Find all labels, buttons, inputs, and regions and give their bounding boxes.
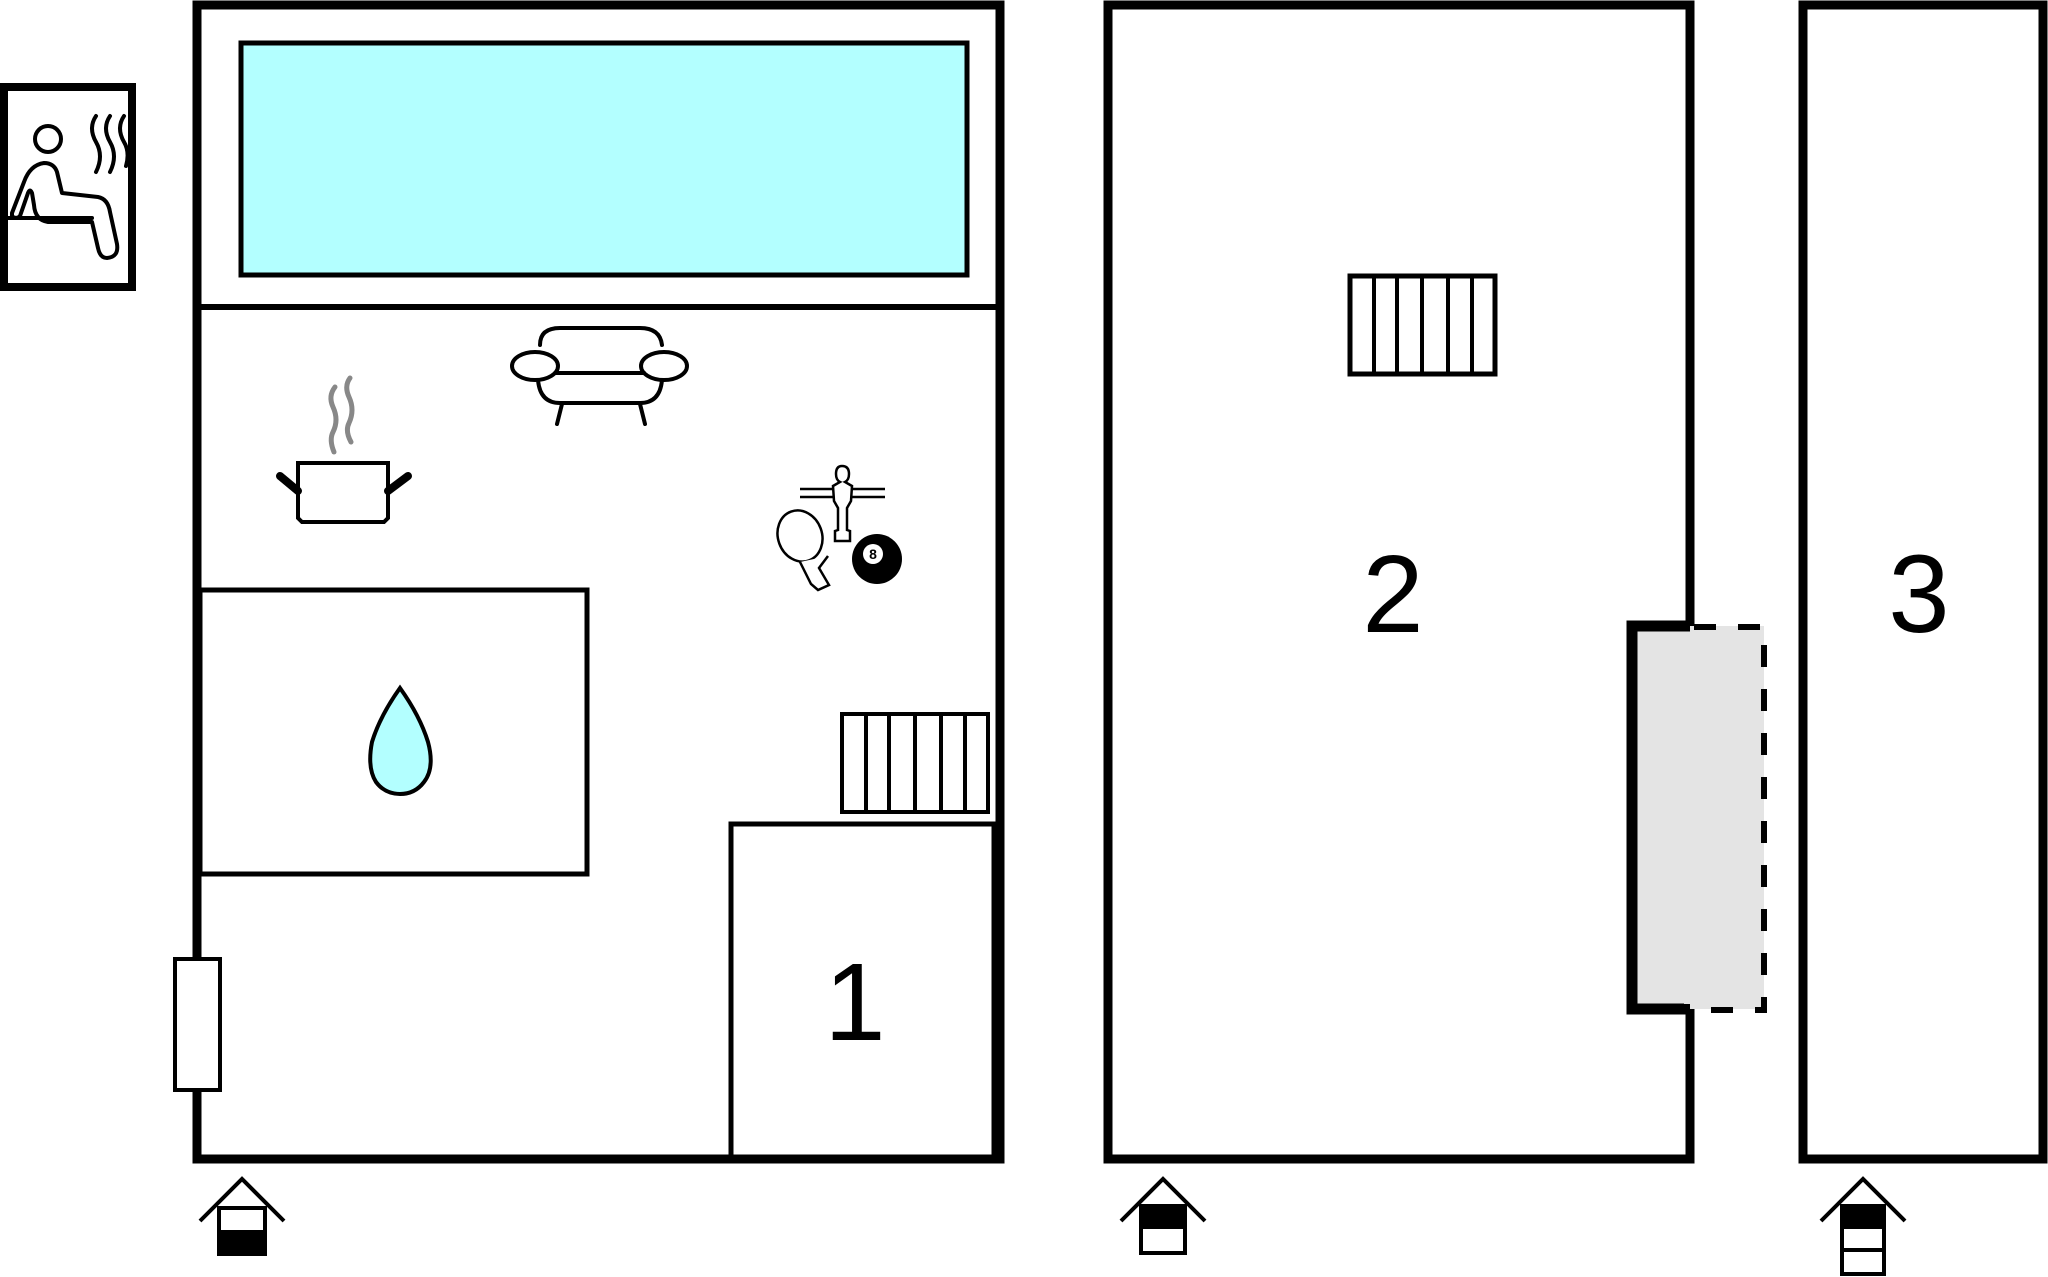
sauna-icon	[0, 83, 136, 291]
room-label-1: 1	[824, 941, 885, 1064]
first-floor-icon	[1119, 1176, 1207, 1255]
stairs-icon	[1347, 273, 1498, 377]
svg-text:8: 8	[869, 546, 877, 562]
building-3: 3	[1798, 0, 2048, 1164]
sofa-icon	[510, 326, 689, 426]
building-1: 8 1	[173, 0, 1005, 1164]
ground-floor-icon	[198, 1176, 286, 1256]
second-floor-icon	[1819, 1176, 1907, 1276]
cooking-pot-icon	[276, 375, 412, 524]
room-label-3: 3	[1888, 533, 1949, 656]
water-drop-icon	[368, 684, 433, 797]
ping-pong-paddle-icon	[776, 509, 831, 592]
door	[173, 957, 222, 1092]
stairs-icon	[840, 712, 990, 814]
pool	[238, 40, 970, 278]
covered-terrace	[1634, 626, 1764, 1009]
game-room-icon: 8	[776, 464, 902, 592]
building-2: 2	[1103, 0, 1767, 1164]
billiard-ball-icon: 8	[852, 534, 902, 584]
room-label-2: 2	[1362, 533, 1423, 656]
